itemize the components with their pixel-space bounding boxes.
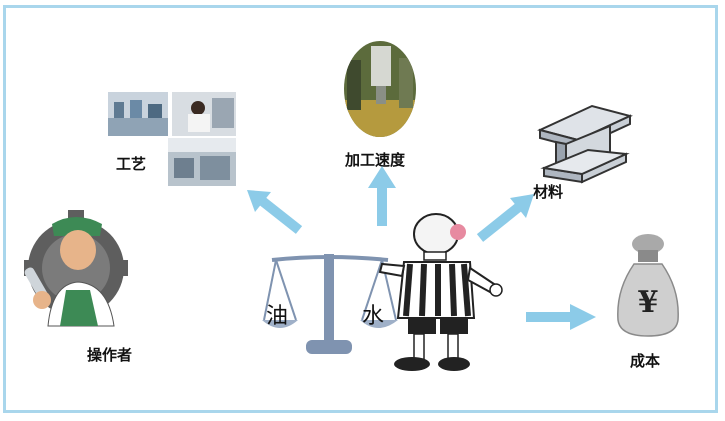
arrow-to-material bbox=[476, 194, 534, 242]
speed-label: 加工速度 bbox=[345, 151, 406, 169]
balance-scale-icon bbox=[262, 254, 398, 354]
arrow-to-cost bbox=[526, 304, 596, 330]
steel-i-beam-icon bbox=[536, 100, 634, 186]
material-label: 材料 bbox=[533, 183, 564, 201]
referee-icon bbox=[378, 213, 503, 371]
scale-left-label: 油 bbox=[266, 304, 289, 329]
mechanic-gear-icon bbox=[22, 206, 134, 330]
yen-symbol: ¥ bbox=[638, 285, 659, 320]
process-photo-collage bbox=[108, 92, 236, 186]
scale-right-label: 水 bbox=[362, 304, 385, 329]
money-bag-icon: ¥ bbox=[612, 228, 684, 340]
operator-label: 操作者 bbox=[87, 346, 133, 364]
arrow-to-process bbox=[247, 190, 303, 234]
cost-label: 成本 bbox=[630, 352, 661, 370]
process-label: 工艺 bbox=[116, 155, 147, 173]
arrow-to-speed bbox=[368, 166, 396, 226]
speed-photo bbox=[343, 40, 417, 138]
